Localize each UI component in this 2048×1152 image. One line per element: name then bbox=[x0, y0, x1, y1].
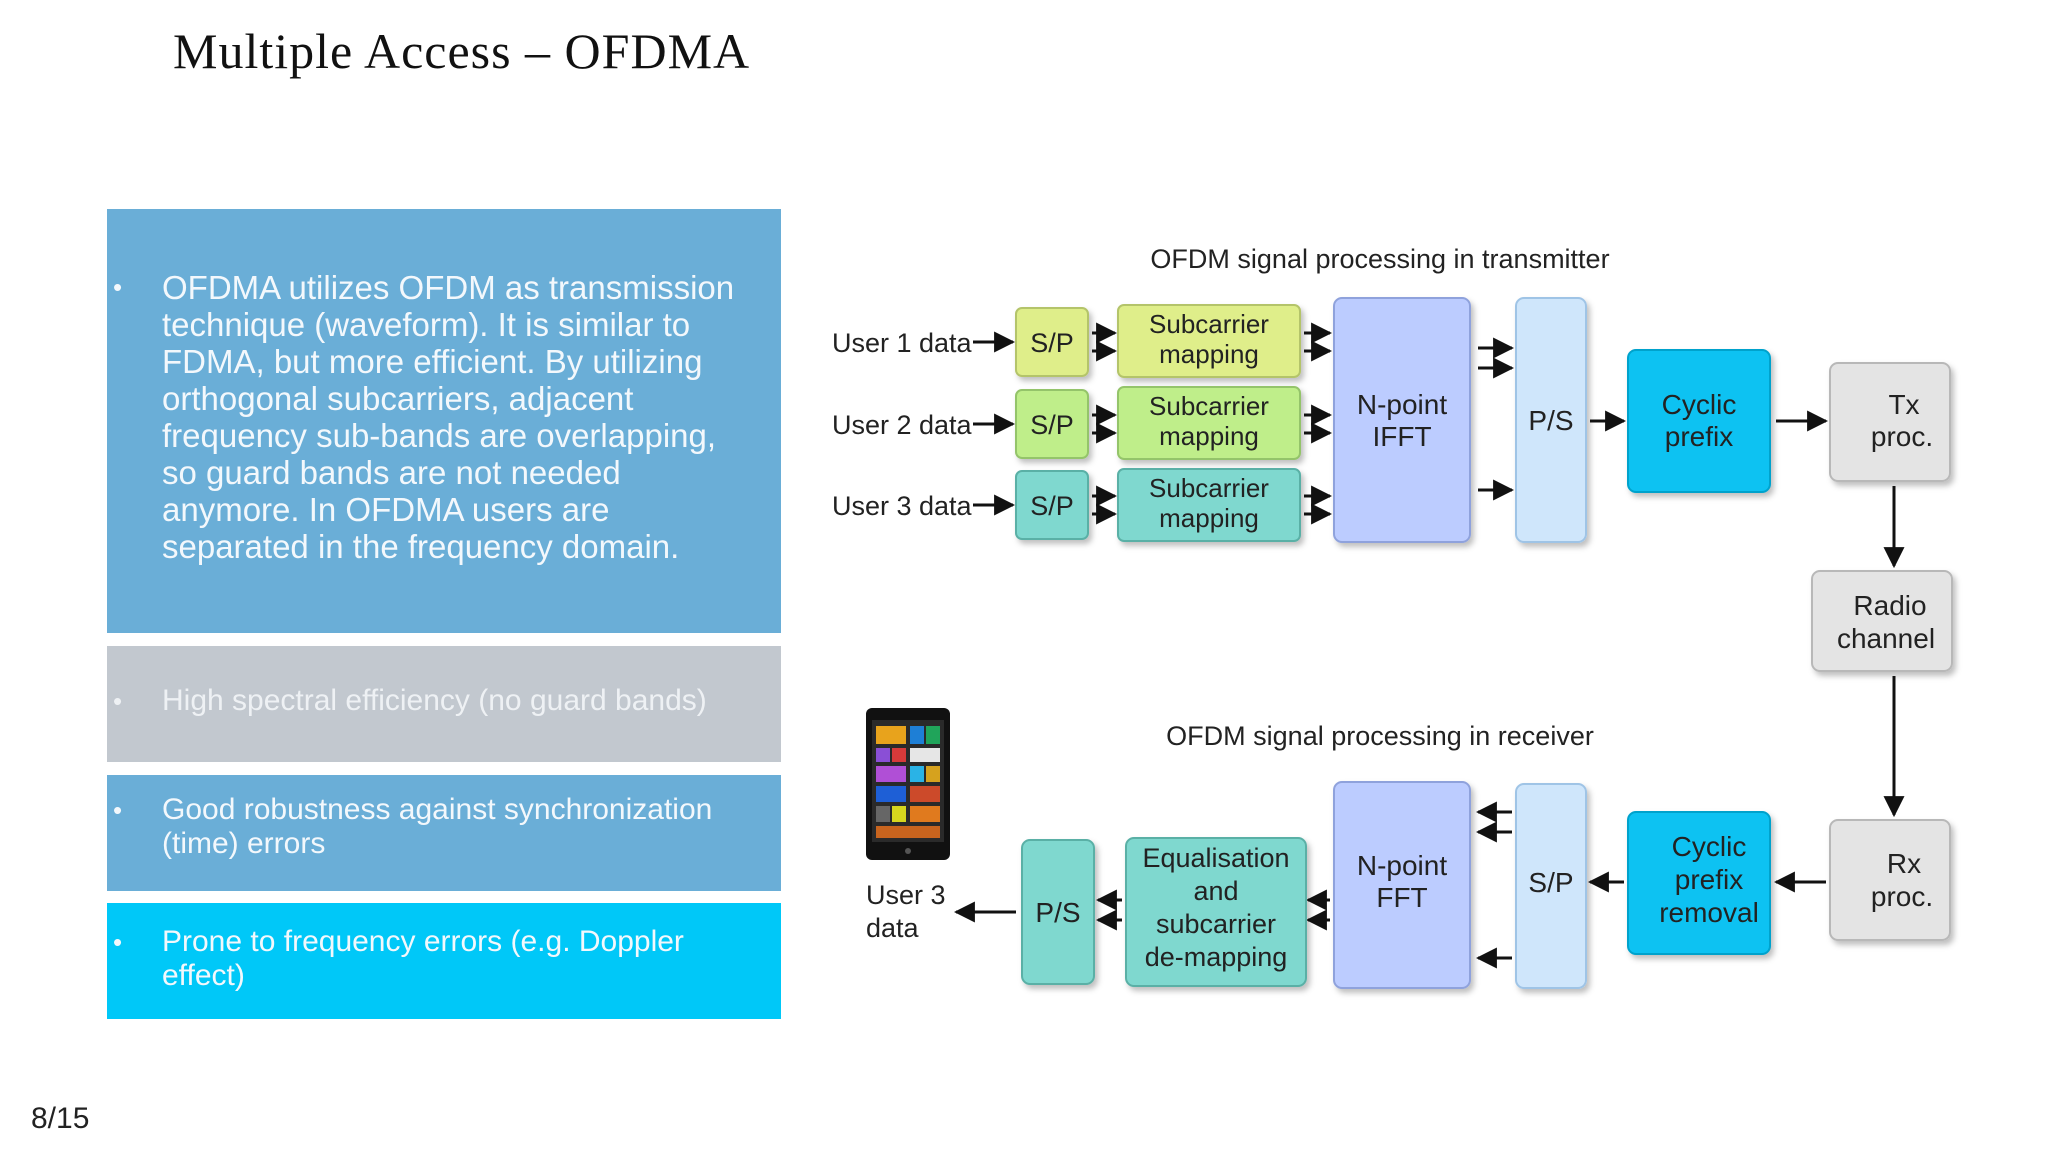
ps-block-rx: P/S bbox=[1021, 839, 1095, 985]
sp-block-user2: S/P bbox=[1015, 389, 1089, 459]
subcarrier-mapping-user1: Subcarrier mapping bbox=[1117, 304, 1301, 378]
slide-title: Multiple Access – OFDMA bbox=[173, 23, 751, 79]
npoint-label: N-point bbox=[1357, 389, 1447, 420]
ps-block-tx: P/S bbox=[1515, 297, 1587, 543]
subcarrier-label: Subcarrier bbox=[1149, 473, 1269, 503]
eq-to-ps-arrows bbox=[1095, 889, 1122, 931]
smartphone-icon bbox=[866, 708, 950, 860]
prefix-label: prefix bbox=[1665, 421, 1733, 452]
mapping-label: mapping bbox=[1159, 503, 1259, 533]
mapping-label: mapping bbox=[1159, 421, 1259, 451]
cyclic-label: Cyclic bbox=[1662, 389, 1737, 420]
proc-label: proc. bbox=[1871, 881, 1933, 912]
sp-label: S/P bbox=[1030, 328, 1074, 358]
user3-output-label: User 3 bbox=[866, 880, 946, 910]
cyclic-prefix-removal-block: Cyclic prefix removal bbox=[1627, 811, 1771, 955]
sp-block-rx: S/P bbox=[1515, 783, 1587, 989]
rx-diagram-title: OFDM signal processing in receiver bbox=[1166, 721, 1594, 751]
channel-label: channel bbox=[1837, 623, 1935, 654]
equalisation-block: Equalisation and subcarrier de-mapping bbox=[1125, 837, 1307, 987]
sp-label: S/P bbox=[1030, 410, 1074, 440]
prefix-label: prefix bbox=[1675, 864, 1743, 895]
subcarrier-label: Subcarrier bbox=[1149, 309, 1269, 339]
ifft-to-ps-arrows bbox=[1478, 337, 1515, 501]
sp-label: S/P bbox=[1030, 491, 1074, 521]
fft-to-eq-arrows bbox=[1305, 889, 1330, 931]
frequency-errors-panel: Prone to frequency errors (e.g. Doppler … bbox=[107, 903, 781, 1019]
user1-data-label: User 1 data bbox=[832, 328, 973, 358]
tx-label: Tx bbox=[1888, 389, 1919, 420]
spectral-efficiency-bullet: High spectral efficiency (no guard bands… bbox=[107, 684, 751, 718]
sp-block-user3: S/P bbox=[1015, 470, 1089, 540]
subcarrier-label: Subcarrier bbox=[1149, 391, 1269, 421]
tx-diagram-title: OFDM signal processing in transmitter bbox=[1150, 244, 1609, 274]
subcarrier-mapping-user2: Subcarrier mapping bbox=[1117, 386, 1301, 460]
page-number: 8/15 bbox=[31, 1102, 90, 1135]
user3-output-data-label: data bbox=[866, 913, 920, 943]
user3-data-label: User 3 data bbox=[832, 491, 973, 521]
robustness-bullet: Good robustness against synchronization … bbox=[107, 793, 751, 861]
fft-label: FFT bbox=[1376, 882, 1427, 913]
description-bullet: OFDMA utilizes OFDM as transmission tech… bbox=[107, 269, 751, 565]
ofdma-description-panel: OFDMA utilizes OFDM as transmission tech… bbox=[107, 209, 781, 633]
sp-block-user1: S/P bbox=[1015, 307, 1089, 377]
subcarrier-mapping-user3: Subcarrier mapping bbox=[1117, 468, 1301, 542]
frequency-errors-bullet: Prone to frequency errors (e.g. Doppler … bbox=[107, 925, 751, 993]
demapping-label: de-mapping bbox=[1145, 942, 1288, 972]
spectral-efficiency-panel: High spectral efficiency (no guard bands… bbox=[107, 646, 781, 762]
subcarrier-label: subcarrier bbox=[1156, 909, 1276, 939]
fft-block: N-point FFT bbox=[1333, 781, 1471, 989]
tx-proc-block: Tx proc. bbox=[1829, 362, 1951, 482]
ps-label: P/S bbox=[1528, 405, 1573, 436]
ps-label: P/S bbox=[1035, 897, 1080, 928]
cyclic-prefix-block: Cyclic prefix bbox=[1627, 349, 1771, 493]
mapping-label: mapping bbox=[1159, 339, 1259, 369]
cyclic-label: Cyclic bbox=[1672, 831, 1747, 862]
radio-channel-block: Radio channel bbox=[1811, 570, 1953, 672]
proc-label: proc. bbox=[1871, 421, 1933, 452]
rx-label: Rx bbox=[1887, 848, 1921, 879]
radio-label: Radio bbox=[1853, 590, 1926, 621]
robustness-panel: Good robustness against synchronization … bbox=[107, 775, 781, 891]
equalisation-label: Equalisation bbox=[1142, 843, 1289, 873]
sp-label: S/P bbox=[1528, 867, 1573, 898]
mapping-to-ifft-arrows bbox=[1304, 322, 1333, 525]
npoint-label: N-point bbox=[1357, 850, 1447, 881]
ifft-label: IFFT bbox=[1372, 421, 1431, 452]
user2-data-label: User 2 data bbox=[832, 410, 973, 440]
ifft-block: N-point IFFT bbox=[1333, 297, 1471, 543]
removal-label: removal bbox=[1659, 897, 1759, 928]
rx-proc-block: Rx proc. bbox=[1829, 819, 1951, 941]
sp-to-mapping-arrows bbox=[1092, 322, 1118, 525]
sp-to-fft-arrows bbox=[1475, 801, 1512, 969]
and-label: and bbox=[1193, 876, 1238, 906]
